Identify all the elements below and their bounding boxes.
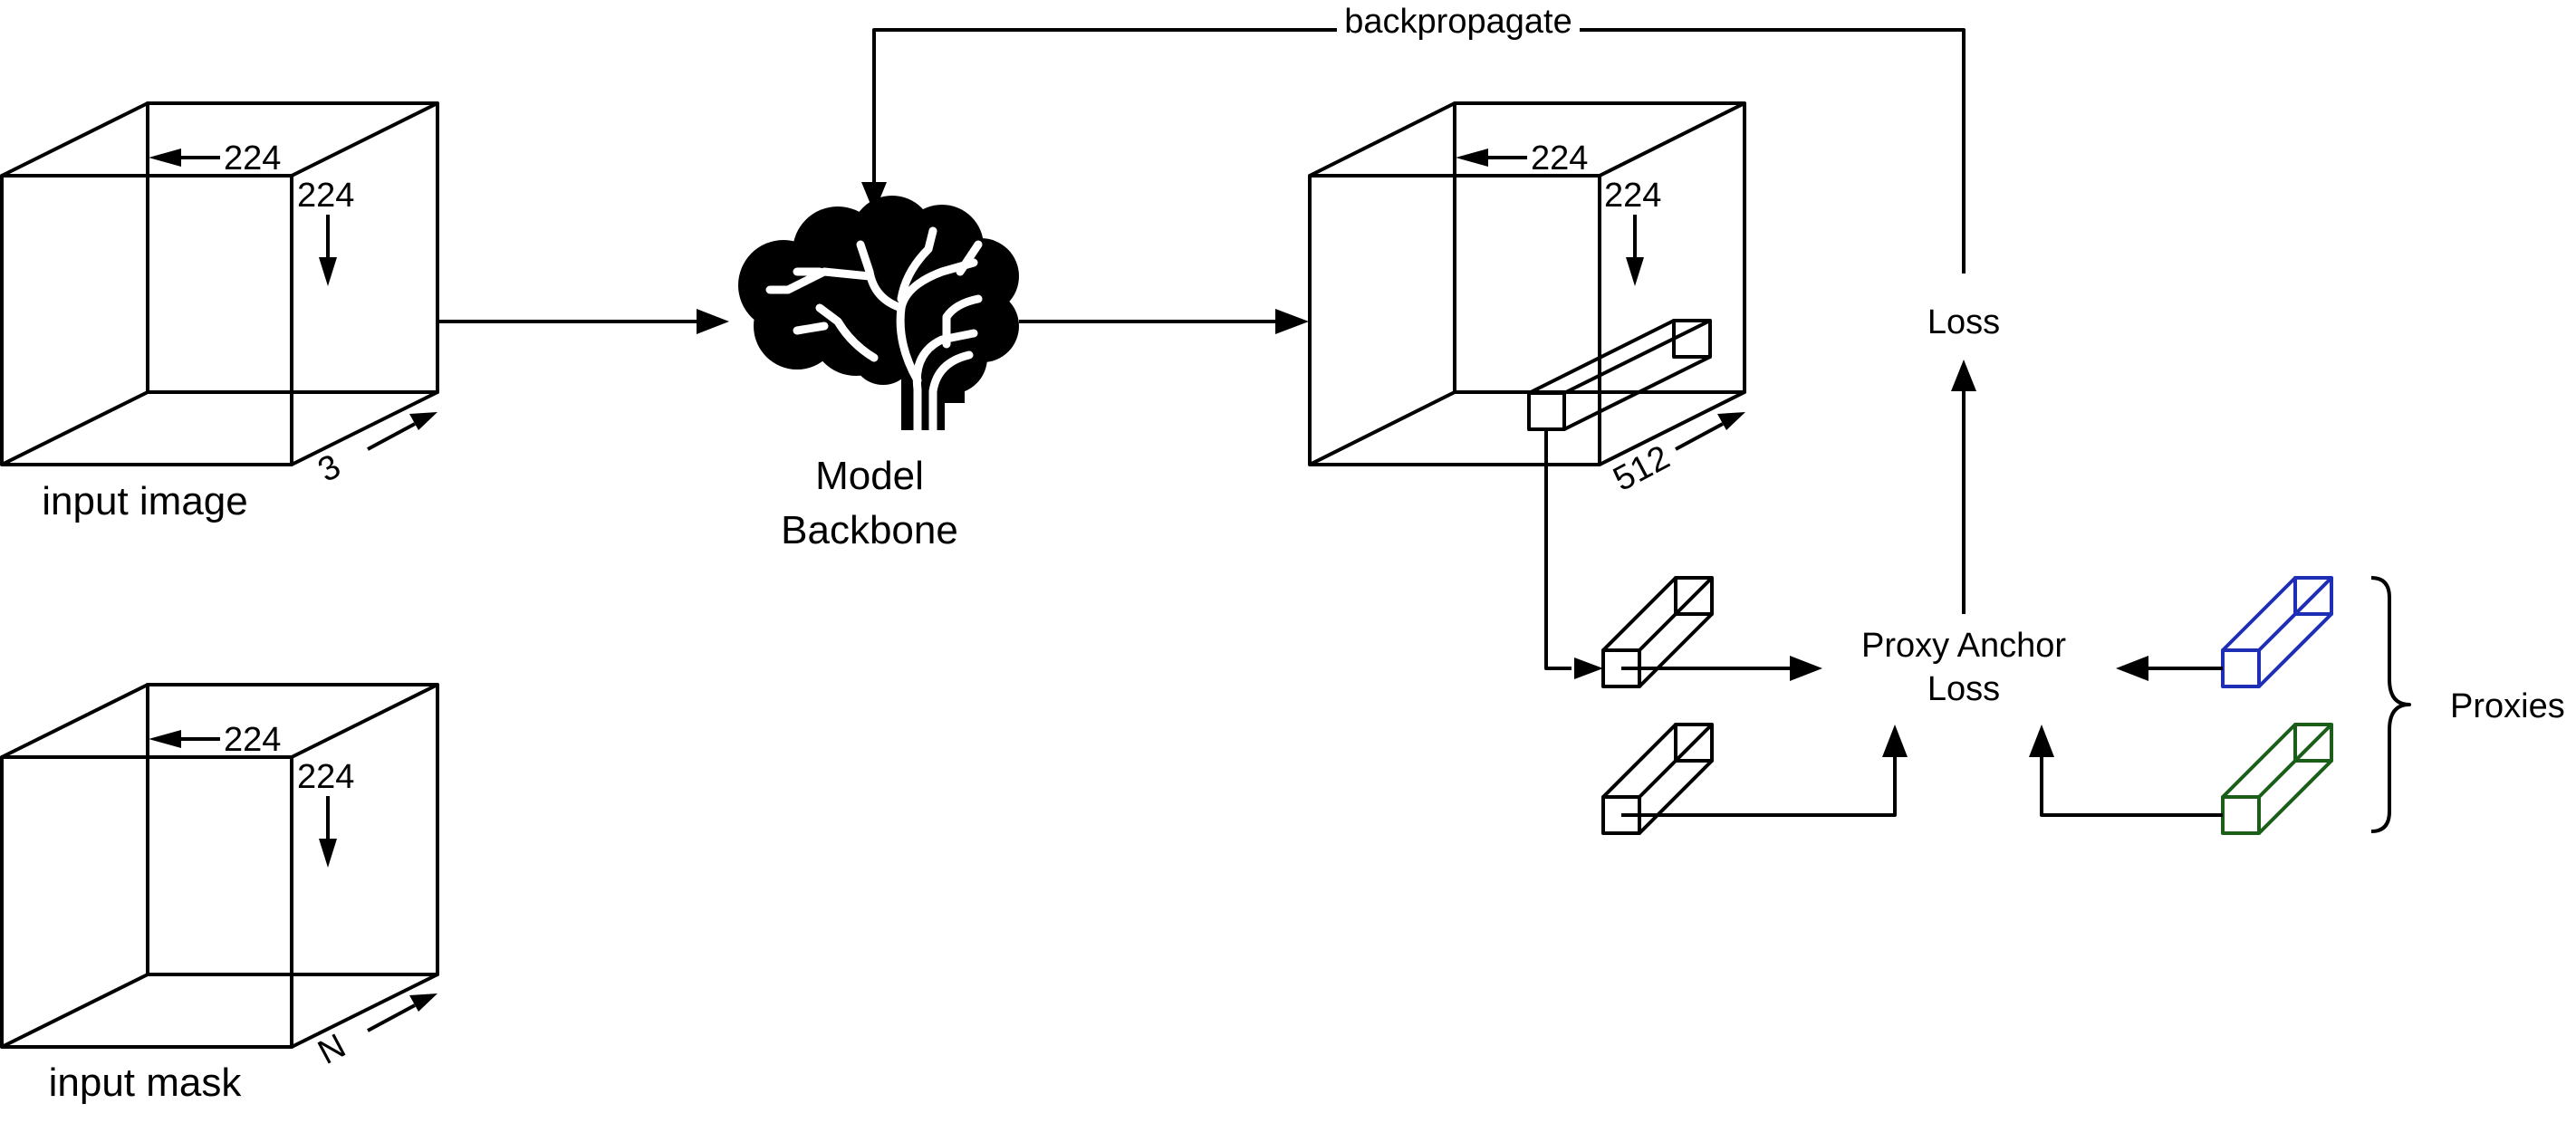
arrow-head bbox=[1275, 309, 1309, 334]
backbone-label-line1: Model bbox=[815, 454, 924, 498]
feature-map-depth: 512 bbox=[1608, 438, 1677, 499]
width-arrow-head bbox=[149, 149, 181, 167]
backbone-label-line2: Backbone bbox=[781, 508, 958, 552]
embedding-bar bbox=[1527, 319, 1712, 431]
proxy-bar-blue bbox=[2221, 576, 2333, 688]
feature-map-cube: 224 224 512 bbox=[1308, 101, 1746, 499]
proxy-bar-green bbox=[2221, 723, 2333, 835]
proxies-label: Proxies bbox=[2450, 687, 2565, 725]
proxy-anchor-label-line1: Proxy Anchor bbox=[1861, 627, 2066, 665]
height-arrow-head bbox=[319, 257, 337, 286]
arrow-head bbox=[2116, 656, 2148, 681]
input-mask-cube: 224 224 N bbox=[0, 683, 439, 1072]
backprop-line-right bbox=[1580, 28, 1966, 274]
feature-map-height: 224 bbox=[1604, 177, 1661, 215]
loss-label: Loss bbox=[1927, 303, 2000, 341]
feature-map-width: 224 bbox=[1531, 139, 1588, 178]
proxy-green-to-loss-arrow bbox=[2040, 756, 2223, 817]
arrow-head bbox=[1951, 360, 1976, 391]
embedding-bar bbox=[1601, 723, 1714, 835]
input-image-width: 224 bbox=[224, 139, 281, 178]
arrow-head bbox=[1882, 725, 1908, 757]
arrow-head bbox=[1790, 656, 1822, 681]
input-mask-width: 224 bbox=[224, 721, 281, 759]
embedding2-to-loss-arrow bbox=[1621, 756, 1897, 817]
width-arrow-head bbox=[149, 730, 181, 748]
proxy-anchor-label-line2: Loss bbox=[1927, 670, 2000, 708]
embedding-bar bbox=[1601, 576, 1714, 688]
input-image-height: 224 bbox=[297, 177, 354, 215]
feature-to-embedding-line bbox=[1544, 429, 1572, 670]
input-image-depth: 3 bbox=[312, 447, 347, 490]
input-mask-height: 224 bbox=[297, 758, 354, 796]
arrow-head bbox=[697, 309, 729, 334]
backprop-arrow-head bbox=[861, 182, 887, 213]
backprop-label: backpropagate bbox=[1344, 3, 1572, 41]
height-arrow-head bbox=[1626, 257, 1644, 286]
arrow-head bbox=[2029, 725, 2054, 757]
input-image-label: input image bbox=[42, 479, 247, 523]
height-arrow-head bbox=[319, 839, 337, 868]
depth-arrow-head bbox=[409, 993, 437, 1012]
input-image-cube: 224 224 3 bbox=[0, 101, 439, 490]
depth-arrow-head bbox=[1717, 412, 1745, 430]
input-mask-label: input mask bbox=[49, 1061, 243, 1105]
arrow-head bbox=[1574, 657, 1603, 679]
proxies-brace bbox=[2370, 576, 2411, 833]
width-arrow-head bbox=[1456, 149, 1488, 167]
backprop-line-left bbox=[872, 28, 1337, 186]
brain-icon bbox=[738, 196, 1019, 437]
depth-arrow-head bbox=[409, 412, 437, 430]
